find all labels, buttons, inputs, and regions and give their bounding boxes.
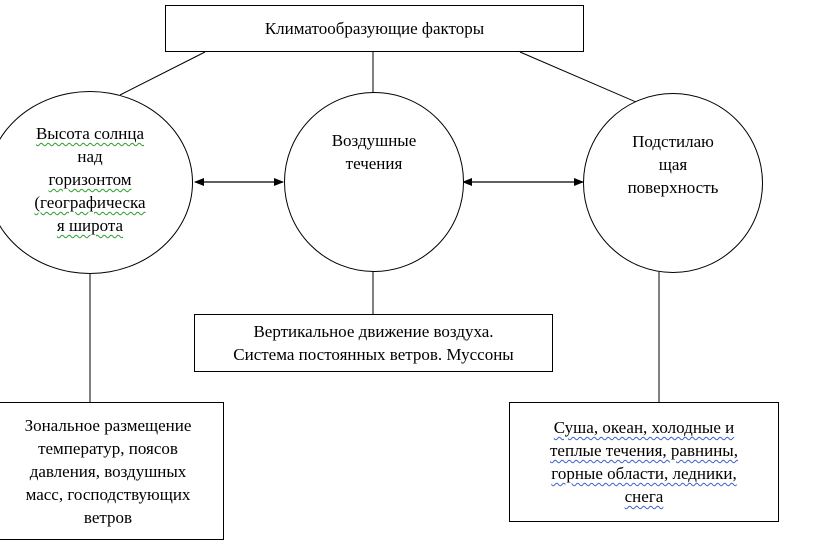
circle-left-line-5: я широта: [56, 216, 124, 235]
circle-left-line-3: горизонтом: [48, 170, 132, 189]
circle-left-line-4: (географическа: [34, 193, 146, 212]
box-zonal-distribution: Зональное размещение температур, поясов …: [0, 402, 224, 540]
circle-right-line-1: Подстилаю: [632, 132, 714, 151]
connector-title-right: [519, 51, 644, 106]
box-left-line-5: ветров: [83, 507, 133, 527]
title-text: Климатообразующие факторы: [264, 19, 485, 38]
box-right-line-3: горные области, ледники,: [551, 464, 737, 483]
circle-sun-altitude: Высота солнца над горизонтом (географиче…: [0, 91, 193, 274]
box-left-line-1: Зональное размещение: [24, 415, 192, 435]
box-center-line-2: Система постоянных ветров. Муссоны: [233, 345, 514, 364]
title-box: Климатообразующие факторы: [165, 5, 584, 52]
circle-air-currents: Воздушные течения: [284, 92, 464, 272]
circle-left-line-1: Высота солнца: [35, 124, 145, 143]
circle-center-line-2: течения: [345, 154, 403, 173]
box-center-line-1: Вертикальное движение воздуха.: [253, 322, 494, 341]
box-land-ocean: Суша, океан, холодные и теплые течения, …: [509, 402, 779, 522]
connector-title-left: [119, 51, 206, 96]
circle-underlying-surface: Подстилаю щая поверхность: [583, 93, 763, 273]
box-right-line-4: снега: [624, 487, 664, 506]
box-right-line-2: теплые течения, равнины,: [550, 441, 738, 460]
circle-left-line-2: над: [77, 147, 103, 166]
box-left-line-2: температур, поясов: [38, 438, 178, 458]
box-vertical-air-movement: Вертикальное движение воздуха. Система п…: [194, 314, 553, 372]
circle-right-line-2: щая: [658, 155, 688, 174]
circle-right-line-3: поверхность: [627, 178, 719, 197]
box-right-line-1: Суша, океан, холодные и: [553, 418, 735, 437]
circle-center-line-1: Воздушные: [331, 131, 417, 150]
box-left-line-4: масс, господствующих: [25, 484, 191, 504]
box-left-line-3: давления, воздушных: [29, 461, 187, 481]
